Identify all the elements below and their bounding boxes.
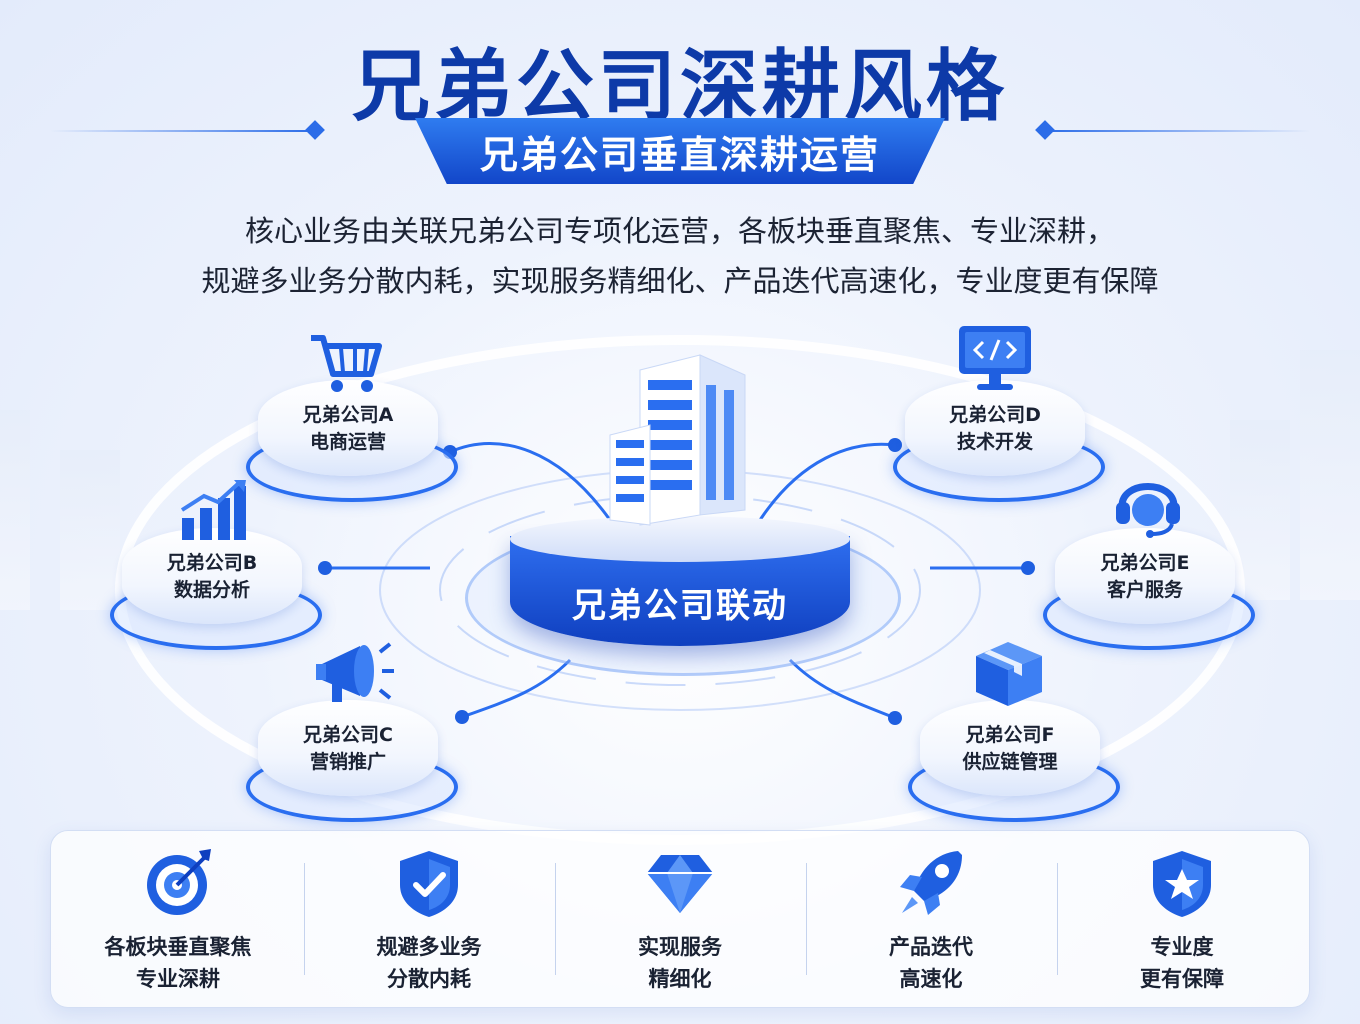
building-icon bbox=[609, 354, 746, 526]
subtitle-banner: 兄弟公司垂直深耕运营 bbox=[415, 118, 945, 184]
node-name: 兄弟公司D bbox=[949, 404, 1041, 426]
diamond-icon bbox=[647, 855, 713, 913]
node-role: 技术开发 bbox=[956, 431, 1033, 453]
shopping-cart-icon bbox=[311, 335, 382, 392]
feature-avoid-dispersion: 规避多业务分散内耗 bbox=[304, 831, 554, 1007]
node-name: 兄弟公司F bbox=[965, 724, 1055, 746]
description-line-2: 规避多业务分散内耗，实现服务精细化、产品迭代高速化，专业度更有保障 bbox=[201, 264, 1159, 298]
node-company-a: 兄弟公司A 电商运营 bbox=[246, 380, 458, 502]
feature-line-1: 实现服务 bbox=[638, 935, 722, 959]
node-company-f: 兄弟公司F 供应链管理 bbox=[908, 700, 1120, 822]
background-building bbox=[60, 450, 120, 610]
feature-line-2: 精细化 bbox=[648, 967, 712, 991]
hub-label: 兄弟公司联动 bbox=[572, 586, 788, 626]
feature-line-2: 分散内耗 bbox=[387, 967, 471, 991]
divider bbox=[1057, 863, 1058, 975]
page-title: 兄弟公司深耕风格 bbox=[351, 42, 1008, 132]
node-company-b: 兄弟公司B 数据分析 bbox=[110, 528, 322, 650]
feature-line-2: 高速化 bbox=[899, 967, 963, 991]
description-line-1: 核心业务由关联兄弟公司专项化运营，各板块垂直聚焦、专业深耕， bbox=[244, 214, 1115, 248]
package-icon bbox=[976, 642, 1042, 706]
bar-chart-icon bbox=[180, 480, 246, 540]
feature-line-2: 专业深耕 bbox=[136, 967, 220, 991]
node-company-d: 兄弟公司D 技术开发 bbox=[893, 380, 1105, 502]
node-company-e: 兄弟公司E 客户服务 bbox=[1043, 528, 1255, 650]
node-role: 客户服务 bbox=[1106, 579, 1183, 601]
divider-left bbox=[50, 130, 315, 132]
feature-fast-iteration: 产品迭代高速化 bbox=[806, 831, 1056, 1007]
rocket-icon bbox=[900, 851, 962, 915]
divider bbox=[304, 863, 305, 975]
feature-line-1: 各板块垂直聚焦 bbox=[104, 935, 252, 959]
node-role: 营销推广 bbox=[309, 751, 386, 773]
megaphone-icon bbox=[316, 642, 394, 702]
background-building bbox=[0, 410, 30, 610]
feature-refined-service: 实现服务精细化 bbox=[555, 831, 805, 1007]
shield-check-icon bbox=[400, 851, 458, 917]
target-icon bbox=[147, 849, 211, 915]
feature-professional-guarantee: 专业度更有保障 bbox=[1057, 831, 1307, 1007]
node-name: 兄弟公司C bbox=[303, 724, 393, 746]
feature-line-1: 规避多业务 bbox=[376, 935, 482, 959]
code-monitor-icon bbox=[959, 326, 1031, 390]
shield-star-icon bbox=[1153, 851, 1211, 917]
node-name: 兄弟公司A bbox=[302, 404, 394, 426]
hub-platform bbox=[510, 488, 850, 648]
feature-line-1: 专业度 bbox=[1150, 935, 1214, 959]
node-role: 电商运营 bbox=[309, 431, 386, 453]
background-building bbox=[1300, 350, 1360, 600]
feature-vertical-focus: 各板块垂直聚焦专业深耕 bbox=[53, 831, 303, 1007]
node-company-c: 兄弟公司C 营销推广 bbox=[246, 700, 458, 822]
node-name: 兄弟公司B bbox=[166, 552, 258, 574]
divider bbox=[806, 863, 807, 975]
node-role: 供应链管理 bbox=[962, 751, 1058, 773]
feature-panel: 各板块垂直聚焦专业深耕 规避多业务分散内耗 实现服务精细化 产品迭代高速化 bbox=[50, 830, 1310, 1008]
node-name: 兄弟公司E bbox=[1100, 552, 1190, 574]
headset-icon bbox=[1116, 483, 1180, 538]
node-role: 数据分析 bbox=[173, 579, 250, 601]
feature-line-2: 更有保障 bbox=[1140, 967, 1224, 991]
feature-line-1: 产品迭代 bbox=[889, 935, 973, 959]
divider bbox=[555, 863, 556, 975]
divider-right bbox=[1045, 130, 1310, 132]
